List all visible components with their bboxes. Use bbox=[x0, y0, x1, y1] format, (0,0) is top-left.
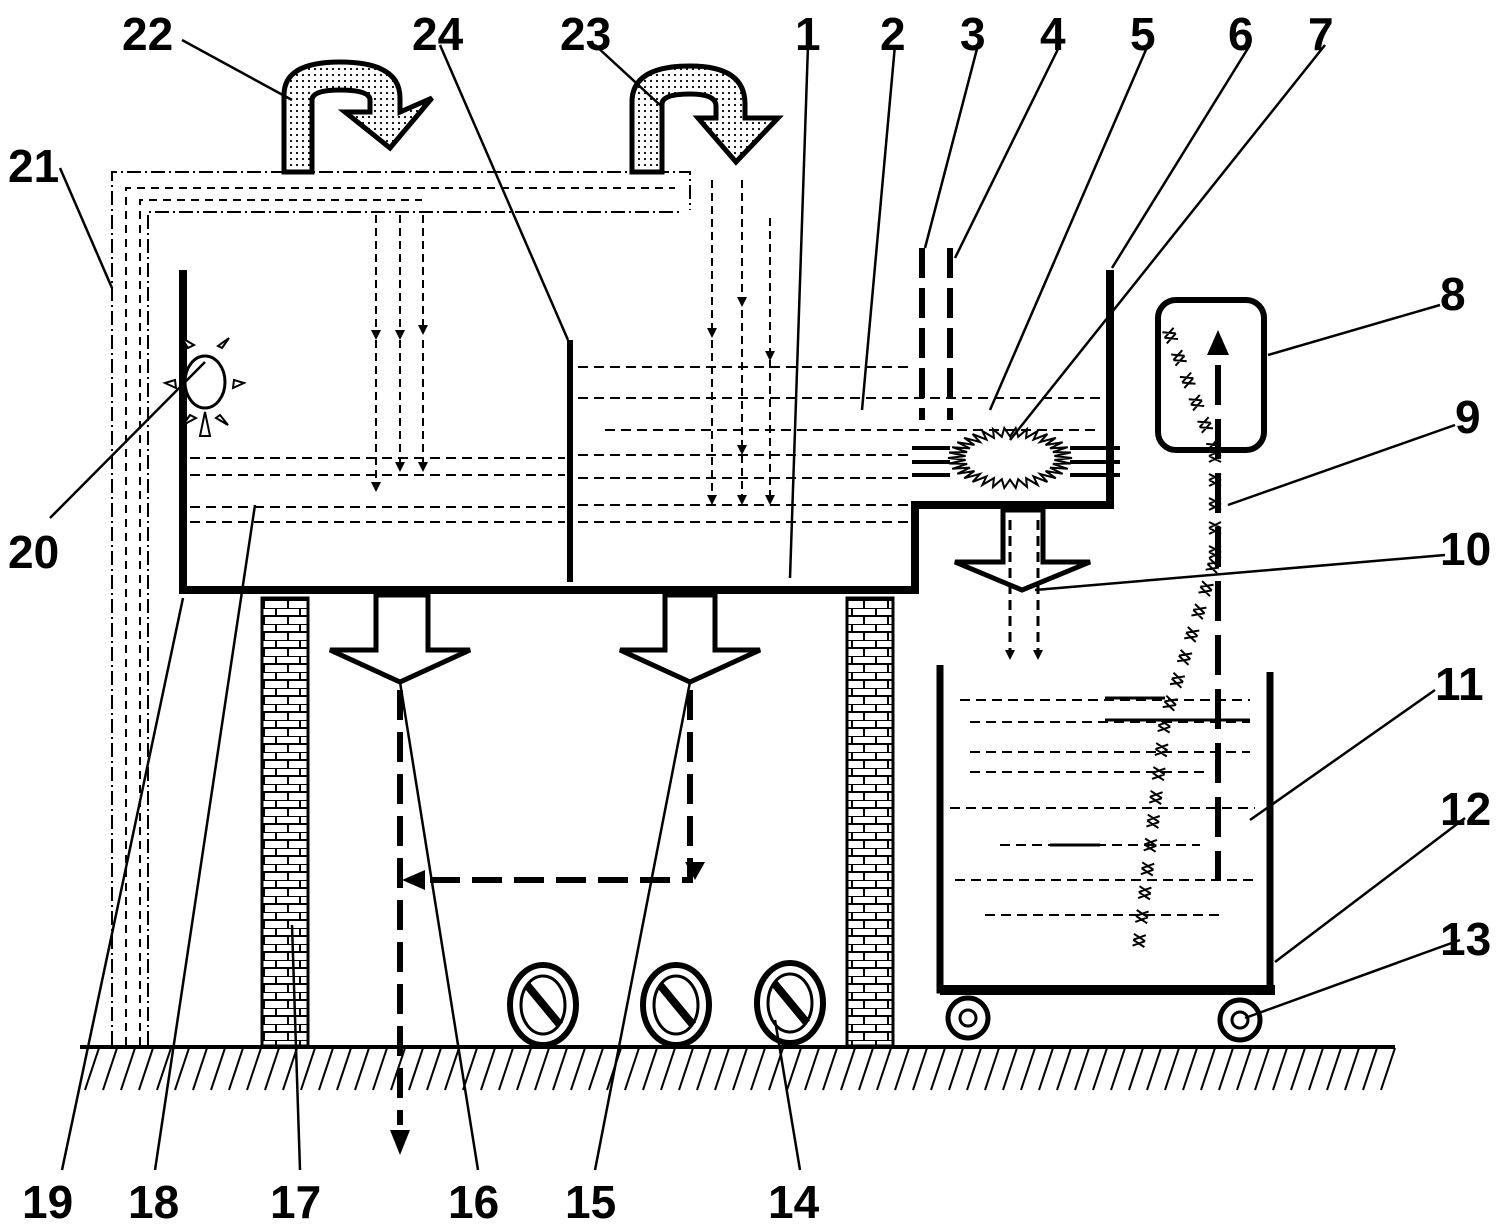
label-24: 24 bbox=[412, 8, 464, 60]
water-left bbox=[190, 457, 565, 523]
water-right bbox=[578, 366, 1100, 523]
filter-spiky bbox=[947, 425, 1073, 491]
leader-lines bbox=[49, 38, 1466, 1171]
label-21: 21 bbox=[8, 140, 59, 192]
cart-wheel-icon-right bbox=[1217, 997, 1263, 1043]
label-22: 22 bbox=[122, 8, 173, 60]
label-4: 4 bbox=[1040, 8, 1066, 60]
drain-path bbox=[397, 690, 693, 1125]
cart-water bbox=[950, 699, 1255, 916]
sun-lamp-icon bbox=[162, 337, 247, 437]
cart-wheel-icon-left bbox=[945, 995, 991, 1041]
inlet-pipe-22 bbox=[281, 59, 434, 175]
main-tank bbox=[179, 270, 1114, 594]
label-1: 1 bbox=[795, 8, 821, 60]
no-sign-icon-2 bbox=[640, 962, 712, 1048]
label-13: 13 bbox=[1440, 913, 1491, 965]
drain-arrow-right bbox=[685, 862, 705, 880]
label-18: 18 bbox=[128, 1176, 179, 1228]
label-14: 14 bbox=[768, 1176, 820, 1228]
label-3: 3 bbox=[960, 8, 986, 60]
filter-drip bbox=[1005, 520, 1043, 660]
label-7: 7 bbox=[1308, 8, 1334, 60]
drop-arrows bbox=[371, 180, 775, 505]
filter-element bbox=[912, 425, 1120, 491]
label-10: 10 bbox=[1440, 523, 1491, 575]
ground-hatch bbox=[84, 1047, 1396, 1091]
label-12: 12 bbox=[1440, 783, 1491, 835]
drain-arrow-left bbox=[402, 870, 425, 890]
number-labels: 1 2 3 4 5 6 7 8 9 10 11 12 13 14 15 16 1… bbox=[8, 8, 1491, 1228]
brick-support-right bbox=[845, 596, 895, 1048]
return-pipe-arrow bbox=[1207, 330, 1229, 355]
label-11: 11 bbox=[1435, 658, 1484, 710]
label-2: 2 bbox=[880, 8, 906, 60]
collection-cart bbox=[936, 665, 1275, 1043]
drain-arrow-tip bbox=[390, 1130, 410, 1155]
label-15: 15 bbox=[565, 1176, 616, 1228]
label-16: 16 bbox=[448, 1176, 499, 1228]
pump-hose bbox=[1132, 327, 1222, 948]
brick-support-left bbox=[260, 596, 310, 1048]
no-sign-icon-1 bbox=[507, 962, 579, 1048]
label-17: 17 bbox=[270, 1176, 321, 1228]
outlet-arrows bbox=[328, 507, 1091, 685]
label-19: 19 bbox=[22, 1176, 73, 1228]
ground bbox=[80, 1045, 1396, 1091]
label-5: 5 bbox=[1130, 8, 1156, 60]
label-9: 9 bbox=[1455, 391, 1481, 443]
label-6: 6 bbox=[1228, 8, 1254, 60]
label-23: 23 bbox=[560, 8, 611, 60]
label-20: 20 bbox=[8, 526, 59, 578]
no-sign-icon-3 bbox=[754, 960, 826, 1046]
label-8: 8 bbox=[1440, 268, 1466, 320]
vertical-guides bbox=[919, 248, 953, 420]
inlet-pipe-23 bbox=[629, 63, 784, 175]
